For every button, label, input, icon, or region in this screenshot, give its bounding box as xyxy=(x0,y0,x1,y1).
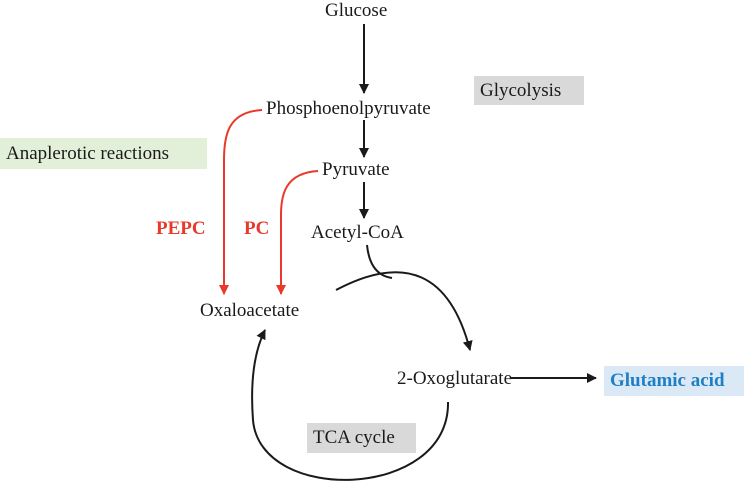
node-2-oxoglutarate: 2-Oxoglutarate xyxy=(397,368,513,389)
box-glutamic-acid: Glutamic acid xyxy=(604,366,744,396)
box-anaplerotic-reactions: Anaplerotic reactions xyxy=(0,138,207,169)
arrow-tca-to-oxaloacetate xyxy=(251,329,450,481)
node-glucose: Glucose xyxy=(325,0,388,21)
enzyme-pepc: PEPC xyxy=(156,218,206,239)
box-glycolysis: Glycolysis xyxy=(474,76,584,105)
arrow-tca-to-oxoglutarate xyxy=(335,271,473,351)
arrow-pc xyxy=(276,170,319,295)
node-pyruvate: Pyruvate xyxy=(322,159,390,180)
enzyme-pc: PC xyxy=(244,218,270,239)
node-acetyl-coa: Acetyl-CoA xyxy=(311,222,404,243)
arrow-pepc xyxy=(219,109,263,295)
arrow-acetylcoa-join xyxy=(366,244,393,279)
box-tca-cycle: TCA cycle xyxy=(307,423,416,453)
node-phosphoenolpyruvate: Phosphoenolpyruvate xyxy=(266,98,431,119)
node-oxaloacetate: Oxaloacetate xyxy=(200,300,300,321)
